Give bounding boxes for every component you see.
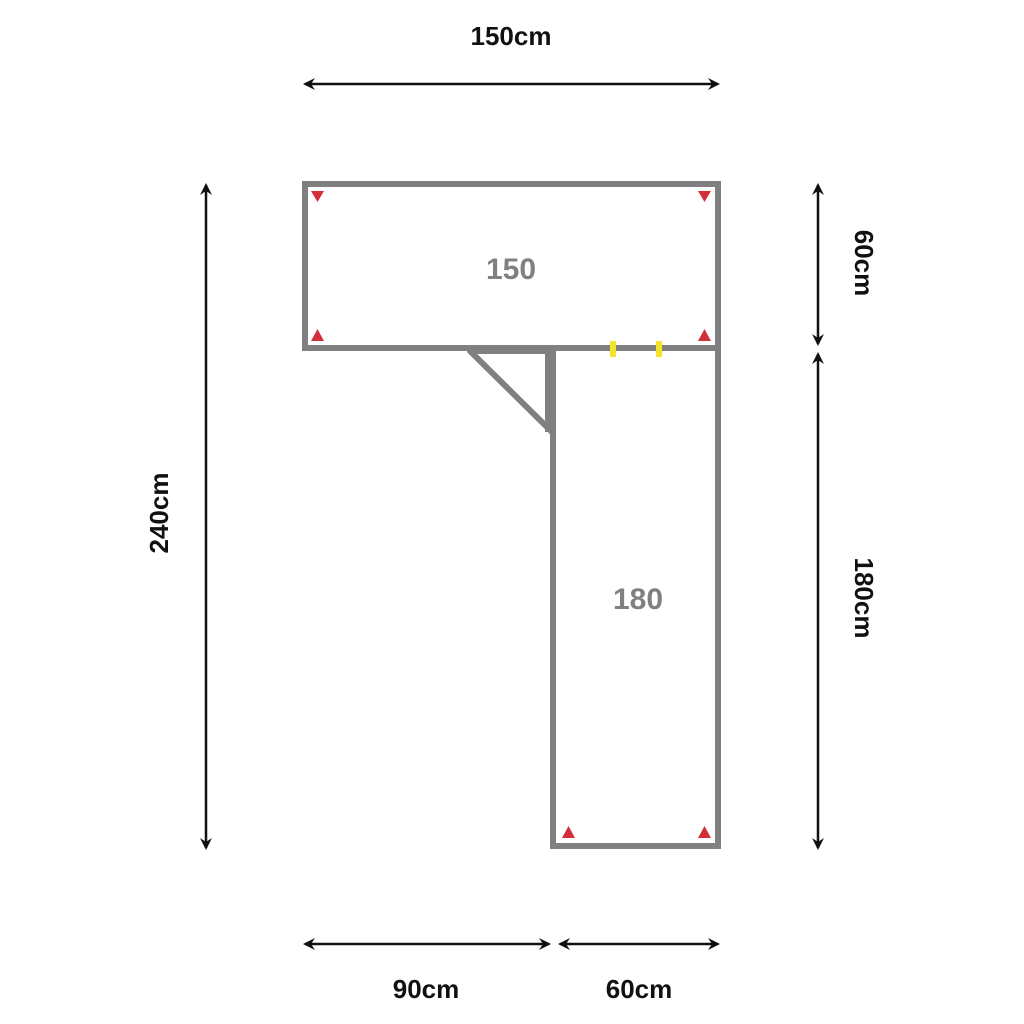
top-panel-label: 150	[486, 253, 536, 286]
red-triangle-icon	[698, 826, 711, 838]
leg-panel-label: 180	[613, 583, 663, 616]
top-depth-label: 60cm	[849, 230, 879, 297]
red-triangle-icon	[311, 191, 324, 202]
yellow-connector-icon	[656, 341, 662, 357]
leg-panel	[550, 345, 721, 849]
red-triangle-icon	[311, 329, 324, 341]
total-height-label: 240cm	[144, 473, 174, 554]
red-triangle-icon	[698, 191, 711, 202]
bottom-gap-label: 90cm	[393, 974, 460, 1004]
top-width-label: 150cm	[471, 21, 552, 51]
red-triangle-icon	[698, 329, 711, 341]
bottom-leg-width-label: 60cm	[606, 974, 673, 1004]
red-triangle-icon	[562, 826, 575, 838]
yellow-connector-icon	[610, 341, 616, 357]
corner-brace	[467, 348, 555, 435]
leg-length-label: 180cm	[849, 558, 879, 639]
